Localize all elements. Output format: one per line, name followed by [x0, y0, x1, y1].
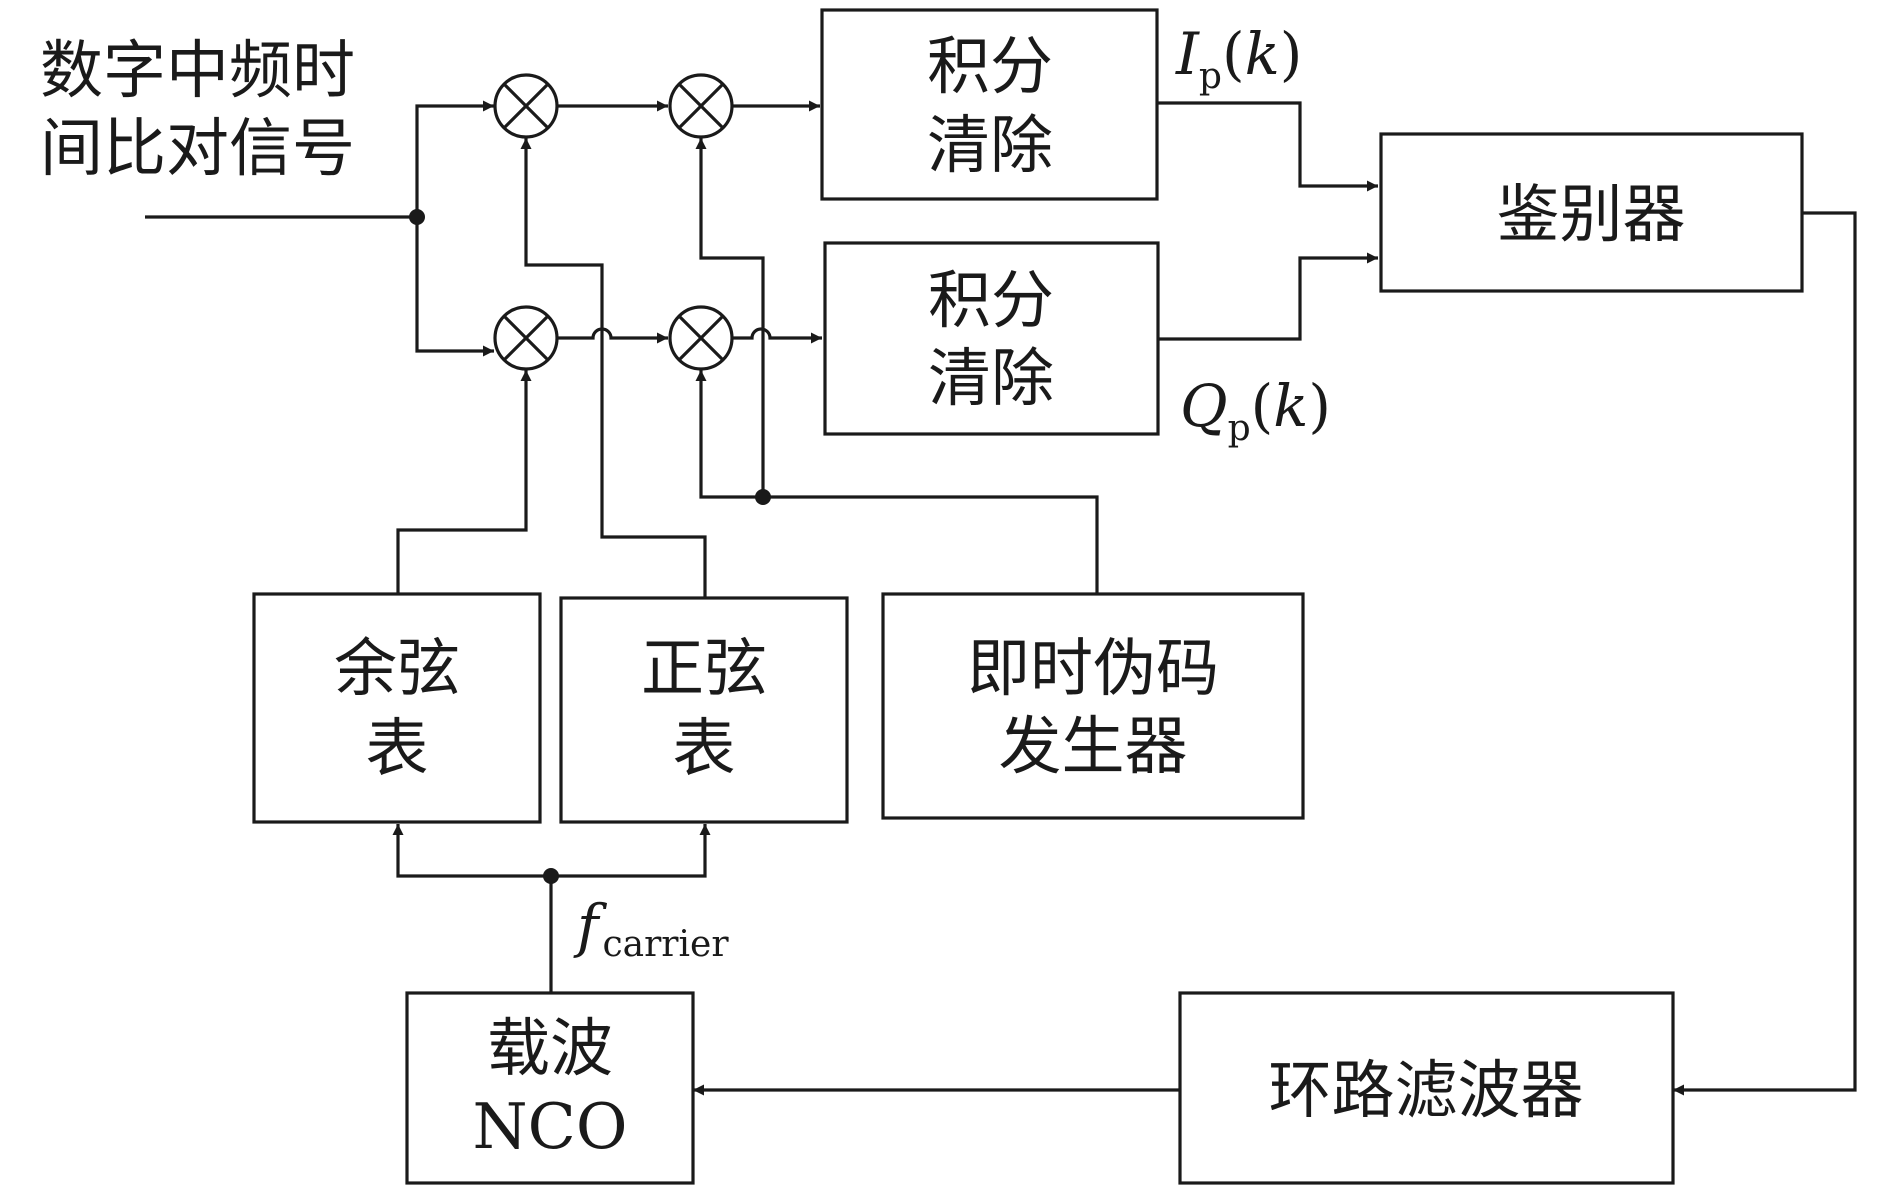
- mixer-i-code: [668, 73, 734, 139]
- loop-filter-label: 环路滤波器: [1269, 1054, 1584, 1127]
- split-wire-lower: [415, 217, 494, 357]
- wire-intdump-i-to-discriminator: [1157, 101, 1378, 192]
- integrate-dump-i-line1: 积分: [927, 30, 1053, 103]
- mixer-q-carrier: [493, 305, 559, 371]
- discriminator-label: 鉴别器: [1497, 178, 1686, 251]
- ip-k-label: Ip(k): [1175, 20, 1302, 97]
- input-signal-label-line1: 数字中频时: [40, 34, 355, 107]
- wire-cosine-to-mixer3: [396, 370, 532, 594]
- sine-table-line2: 表: [673, 712, 736, 785]
- ip-close-paren: ): [1280, 20, 1303, 88]
- prompt-code-generator-line1: 即时伪码: [967, 632, 1219, 705]
- wire-code-to-mixer4: [695, 370, 1099, 594]
- integrate-dump-i-block: 积分 清除: [820, 8, 1159, 201]
- ip-symbol: I: [1175, 20, 1200, 88]
- qp-argument: k: [1273, 372, 1308, 440]
- prompt-code-generator-block: 即时伪码 发生器: [881, 592, 1305, 820]
- wire-code-to-mixer2: [695, 138, 765, 497]
- qp-k-label: Qp(k): [1180, 372, 1331, 449]
- ip-subscript: p: [1199, 56, 1222, 97]
- integrate-dump-q-line1: 积分: [928, 264, 1054, 337]
- wire-intdump-q-to-discriminator: [1158, 252, 1378, 341]
- integrate-dump-q-block: 积分 清除: [823, 241, 1160, 436]
- carrier-nco-line1: 载波: [487, 1012, 613, 1085]
- input-split-junction: [409, 209, 425, 225]
- wire-mixer4-to-intdump-q: [731, 327, 822, 344]
- loop-filter-block: 环路滤波器: [1178, 991, 1675, 1185]
- sine-table-line1: 正弦: [641, 632, 767, 705]
- carrier-nco-line2: NCO: [473, 1090, 628, 1163]
- qp-symbol: Q: [1180, 372, 1228, 440]
- signal-wires: [145, 100, 1857, 1096]
- ip-open-paren: (: [1222, 20, 1245, 88]
- qp-subscript: p: [1228, 408, 1251, 449]
- wire-to-sine-table: [551, 824, 711, 878]
- split-wire-upper: [415, 100, 494, 217]
- code-split-junction: [755, 489, 771, 505]
- integrate-dump-i-line2: 清除: [927, 109, 1053, 182]
- cosine-table-line1: 余弦: [334, 632, 460, 705]
- wire-discriminator-to-loop-filter: [1673, 211, 1857, 1096]
- cosine-table-line2: 表: [366, 712, 429, 785]
- ip-argument: k: [1245, 20, 1280, 88]
- wire-to-cosine-table: [392, 824, 551, 878]
- integrate-dump-q-line2: 清除: [928, 342, 1054, 415]
- fcarrier-subscript: carrier: [602, 924, 729, 965]
- cosine-table-block: 余弦 表: [252, 592, 542, 824]
- wire-mixer3-to-mixer4: [557, 327, 668, 344]
- input-signal-label-line2: 间比对信号: [40, 112, 355, 185]
- qp-open-paren: (: [1251, 372, 1274, 440]
- prompt-code-generator-line2: 发生器: [999, 710, 1188, 783]
- carrier-nco-block: 载波 NCO: [405, 991, 695, 1185]
- mixer-q-code: [668, 305, 734, 371]
- qp-close-paren: ): [1308, 372, 1331, 440]
- sine-table-block: 正弦 表: [559, 596, 849, 824]
- nco-split-junction: [543, 868, 559, 884]
- mixer-i-carrier: [493, 73, 559, 139]
- wire-sine-to-mixer1: [520, 138, 707, 598]
- discriminator-block: 鉴别器: [1379, 132, 1804, 293]
